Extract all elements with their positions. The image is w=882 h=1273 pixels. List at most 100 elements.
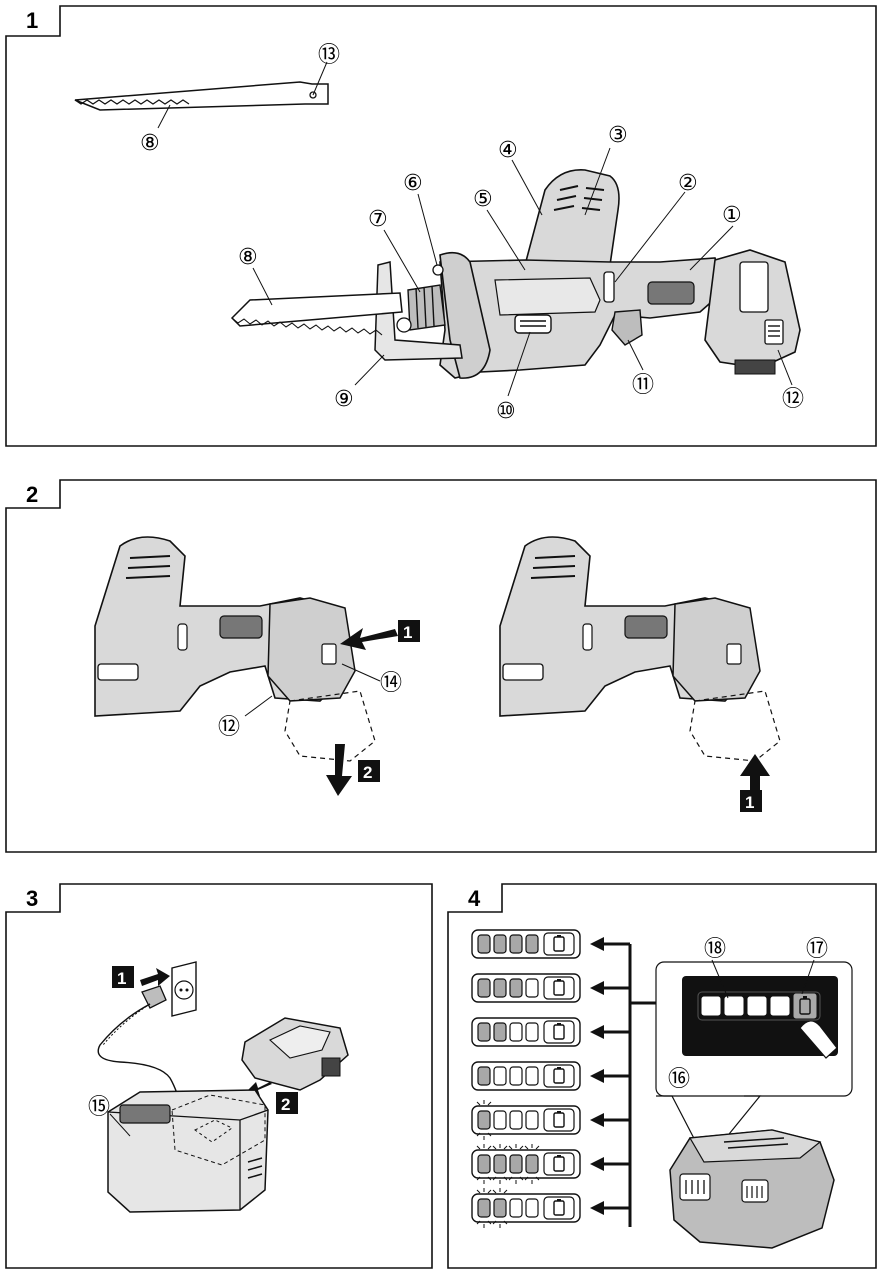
- indicator-segment: [477, 934, 491, 954]
- push-up-arrow-icon: [740, 754, 770, 804]
- callout-vents: ③: [608, 123, 628, 148]
- spare-blade: [74, 81, 329, 111]
- battery-pack-illustration: [669, 1129, 835, 1249]
- blink-mark: [476, 1145, 481, 1150]
- indicator-segment: [493, 978, 507, 998]
- blink-mark: [487, 1132, 492, 1137]
- panel-3: 3 1 2: [0, 880, 440, 1273]
- saw-insert-battery-illustration: [499, 536, 781, 762]
- blink-mark: [508, 1176, 513, 1181]
- power-plug-icon: [97, 985, 183, 1113]
- blink-mark: [476, 1176, 481, 1181]
- indicator-segment: [509, 1066, 523, 1086]
- indicator-segment: [493, 1022, 507, 1042]
- battery-level-row: [471, 1061, 630, 1091]
- indicator-segment: [477, 978, 491, 998]
- callout-release-button: ⑭: [380, 671, 402, 696]
- indicator-segment: [493, 1154, 507, 1174]
- arrow-left-icon: [590, 1069, 604, 1083]
- callout-trigger: ⑪: [632, 373, 654, 398]
- callout-shoe: ⑨: [334, 387, 354, 412]
- blink-mark: [492, 1220, 497, 1225]
- arrow-left-icon: [590, 1201, 604, 1215]
- battery-level-row: [471, 1188, 630, 1228]
- indicator-segment: [525, 1198, 539, 1218]
- blink-mark: [524, 1176, 529, 1181]
- battery-level-row: [471, 929, 630, 959]
- press-arrow-icon: [340, 628, 398, 650]
- battery-pack-illustration: [241, 1017, 349, 1091]
- callout-indicator-lamps: ⑱: [704, 937, 726, 962]
- callout-motor-housing: ④: [498, 138, 518, 163]
- indicator-segment: [525, 1066, 539, 1086]
- blink-mark: [492, 1145, 497, 1150]
- blink-mark: [503, 1220, 508, 1225]
- reciprocating-saw-illustration: [230, 169, 801, 379]
- battery-level-row: [471, 1144, 630, 1184]
- battery-level-row: [471, 1100, 630, 1140]
- panel-2: 2 1 2 ⑭ ⑫: [0, 476, 882, 858]
- indicator-segment: [509, 978, 523, 998]
- saw-remove-battery-illustration: [94, 536, 376, 762]
- indicator-segment: [493, 1110, 507, 1130]
- callout-battery-pack: ⑫: [218, 715, 240, 740]
- blink-mark: [487, 1145, 492, 1150]
- blink-mark: [535, 1145, 540, 1150]
- callout-body: ⑤: [473, 187, 493, 212]
- plug-in-arrow-icon: [140, 968, 170, 986]
- step-marker: [112, 966, 134, 988]
- battery-level-row: [471, 1017, 630, 1047]
- indicator-zoom-detail: [655, 961, 853, 1156]
- blink-mark: [503, 1189, 508, 1194]
- blink-mark: [487, 1189, 492, 1194]
- indicator-segment: [525, 1154, 539, 1174]
- svg-text:2: 2: [363, 763, 372, 782]
- arrow-left-icon: [590, 1157, 604, 1171]
- blink-mark: [519, 1145, 524, 1150]
- wall-outlet-icon: [171, 961, 197, 1017]
- svg-text:1: 1: [745, 793, 754, 812]
- indicator-segment: [493, 1066, 507, 1086]
- indicator-segment: [509, 1198, 523, 1218]
- indicator-segment: [493, 1198, 507, 1218]
- blink-mark: [487, 1176, 492, 1181]
- callout-blade-top: ⑧: [140, 131, 160, 156]
- blink-mark: [487, 1101, 492, 1106]
- panel-number: 1: [26, 8, 38, 33]
- indicator-segment: [509, 1022, 523, 1042]
- indicator-segment: [477, 1198, 491, 1218]
- panel-number: 4: [468, 886, 481, 911]
- callout-check-button: ⑰: [806, 937, 828, 962]
- panel-number: 2: [26, 482, 38, 507]
- pull-down-arrow-icon: [326, 744, 352, 796]
- callout-blade: ⑧: [238, 245, 258, 270]
- indicator-segment: [477, 1066, 491, 1086]
- blink-mark: [487, 1220, 492, 1225]
- blink-mark: [476, 1132, 481, 1137]
- panel-number: 3: [26, 886, 38, 911]
- callout-lock-knob: ⑥: [403, 171, 423, 196]
- callout-battery: ⑫: [782, 387, 804, 412]
- blink-mark: [476, 1189, 481, 1194]
- callout-lever: ⑩: [496, 399, 516, 424]
- step-marker: [276, 1092, 298, 1114]
- indicator-segment: [525, 934, 539, 954]
- indicator-segment: [525, 1022, 539, 1042]
- arrow-left-icon: [590, 981, 604, 995]
- battery-level-list: [471, 929, 630, 1228]
- indicator-segment: [477, 1110, 491, 1130]
- blink-mark: [524, 1145, 529, 1150]
- panel-1: 1 ⑬ ⑧: [0, 0, 882, 450]
- indicator-segment: [525, 978, 539, 998]
- panel-4: 4 ⑱ ⑰ ⑯: [442, 880, 882, 1273]
- blink-mark: [476, 1101, 481, 1106]
- indicator-segment: [525, 1110, 539, 1130]
- blink-mark: [503, 1176, 508, 1181]
- indicator-segment: [509, 1110, 523, 1130]
- callout-grip: ①: [722, 203, 742, 228]
- callout-battery-indicator: ⑯: [668, 1067, 690, 1092]
- step-marker: [398, 620, 420, 642]
- blink-mark: [476, 1220, 481, 1225]
- blink-mark: [519, 1176, 524, 1181]
- charger-illustration: [107, 1089, 269, 1213]
